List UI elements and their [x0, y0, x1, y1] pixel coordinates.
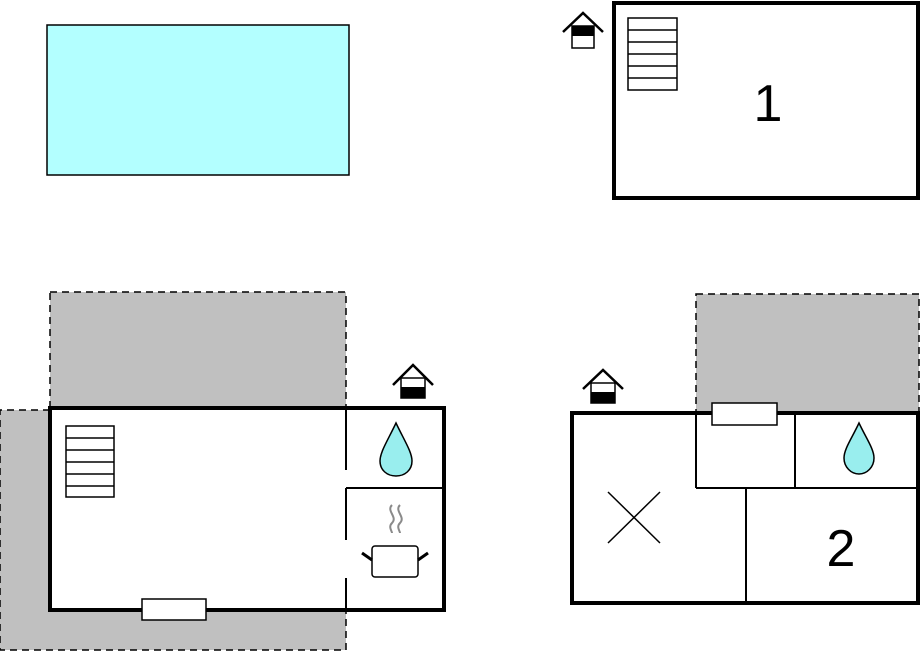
right-window-icon	[711, 402, 778, 426]
bedroom-1-entrance-icon	[562, 11, 604, 49]
left-terrace-top	[49, 291, 347, 409]
bedroom-1-stairs-icon	[627, 17, 678, 91]
left-window-icon	[141, 598, 207, 621]
right-terrace	[695, 293, 920, 415]
left-stairs-icon	[65, 425, 115, 498]
right-bathroom-water-drop-icon	[843, 421, 875, 475]
left-terrace-wrap-outline	[0, 409, 347, 651]
right-room-number: 2	[827, 520, 856, 578]
left-bathroom-water-drop-icon	[379, 421, 413, 477]
left-kitchen-cooking-pot-icon	[361, 504, 429, 578]
bedroom-1-number: 1	[754, 75, 783, 133]
pool	[46, 24, 350, 176]
left-terrace-wrap	[0, 410, 346, 650]
left-entrance-icon	[392, 363, 434, 399]
right-entrance-icon	[582, 368, 624, 404]
right-x-mark-icon	[607, 491, 661, 544]
